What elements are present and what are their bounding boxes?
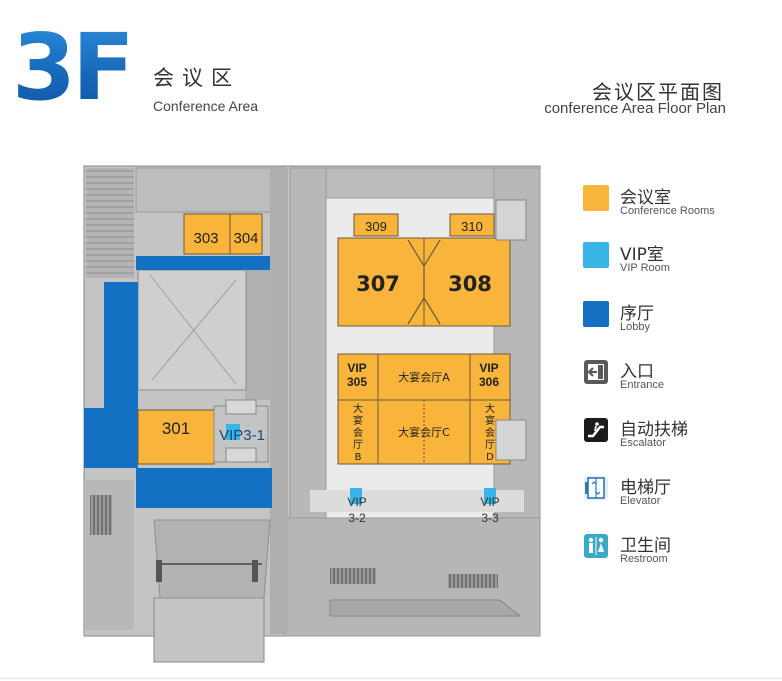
svg-text:309: 309: [365, 219, 387, 234]
service-rooms: [225, 199, 527, 463]
legend-item-conference: 会议室 Conference Rooms: [583, 183, 773, 223]
legend-label-en: Restroom: [620, 553, 668, 565]
room-vip3-2[interactable]: VIP 3-2: [347, 488, 367, 525]
svg-text:3-3: 3-3: [481, 511, 499, 525]
hall-d-char: 会: [485, 426, 495, 439]
legend-label-cn: 入口: [620, 362, 654, 382]
hall-d-char: 厅: [485, 440, 495, 451]
svg-text:301: 301: [162, 419, 190, 438]
legend-item-escalator: 自动扶梯 Escalator: [583, 415, 773, 455]
svg-text:308: 308: [448, 272, 492, 296]
legend-label-cn: VIP室: [620, 245, 664, 265]
legend-label-cn: 电梯厅: [620, 478, 671, 498]
hall-b-char: 宴: [353, 414, 363, 427]
room-309[interactable]: 309: [353, 213, 399, 237]
entrance-icon: [583, 359, 609, 385]
vip305-label-a: VIP: [347, 361, 366, 375]
hall-b-char: 厅: [353, 440, 363, 451]
legend-label-cn: 卫生间: [620, 536, 671, 556]
svg-text:VIP: VIP: [480, 495, 499, 509]
room-304[interactable]: 304: [229, 213, 263, 255]
legend-label-en: Entrance: [620, 379, 665, 391]
escalator-icon: [583, 417, 609, 443]
room-303[interactable]: 303: [183, 213, 231, 255]
restroom-icon: [583, 533, 609, 559]
room-307[interactable]: 307: [337, 237, 425, 327]
floor-number: 3F: [12, 14, 135, 121]
area-title-en: Conference Area: [153, 98, 259, 114]
hall-d-char: D: [486, 452, 494, 463]
building-structure: [83, 165, 541, 663]
room-308[interactable]: 308: [423, 237, 511, 327]
legend-item-elevator: 电梯厅 Elevator: [583, 473, 773, 513]
lobby-region[interactable]: [84, 256, 272, 508]
hall-c-label: 大宴会厅C: [398, 425, 450, 439]
svg-text:307: 307: [356, 272, 400, 296]
room-vip3-3[interactable]: VIP 3-3: [480, 488, 500, 525]
svg-text:304: 304: [233, 230, 258, 247]
banquet-hall[interactable]: [337, 353, 511, 465]
legend-item-entrance: 入口 Entrance: [583, 357, 773, 397]
hall-d-char: 大: [485, 402, 495, 415]
plan-title-cn: 会议区平面图: [592, 80, 724, 104]
legend-label-en: Escalator: [620, 437, 666, 449]
room-310[interactable]: 310: [449, 213, 495, 237]
svg-text:VIP3-1: VIP3-1: [219, 427, 265, 444]
svg-text:VIP: VIP: [347, 495, 366, 509]
vip306-label-a: VIP: [479, 361, 498, 375]
bottom-divider: [0, 678, 782, 679]
legend-label-en: Elevator: [620, 495, 661, 507]
svg-text:3-2: 3-2: [348, 511, 366, 525]
hall-b-char: 大: [353, 402, 363, 415]
elevator-icon: [583, 475, 609, 501]
plan-title-en: conference Area Floor Plan: [544, 100, 726, 117]
legend-label-en: Conference Rooms: [620, 205, 715, 217]
area-title-cn: 会议区: [153, 66, 240, 90]
legend-item-lobby: 序厅 Lobby: [583, 299, 773, 339]
legend-item-vip: VIP室 VIP Room: [583, 240, 773, 280]
vip-swatch: [583, 242, 609, 268]
hall-b-char: B: [355, 452, 362, 463]
legend-label-cn: 序厅: [620, 304, 654, 324]
hall-b-char: 会: [353, 426, 363, 439]
hall-a-label: 大宴会厅A: [398, 370, 450, 384]
legend-label-cn: 会议室: [620, 188, 671, 208]
conference-swatch: [583, 185, 609, 211]
vip305-label-b: 305: [347, 375, 367, 389]
room-301[interactable]: 301: [137, 409, 215, 465]
vip306-label-b: 306: [479, 375, 499, 389]
svg-text:310: 310: [461, 219, 483, 234]
svg-text:303: 303: [193, 230, 218, 247]
lobby-swatch: [583, 301, 609, 327]
legend-label-en: VIP Room: [620, 262, 670, 274]
legend-label-cn: 自动扶梯: [620, 420, 688, 440]
legend-label-en: Lobby: [620, 321, 650, 333]
hall-d-char: 宴: [485, 414, 495, 427]
legend-item-restroom: 卫生间 Restroom: [583, 531, 773, 571]
